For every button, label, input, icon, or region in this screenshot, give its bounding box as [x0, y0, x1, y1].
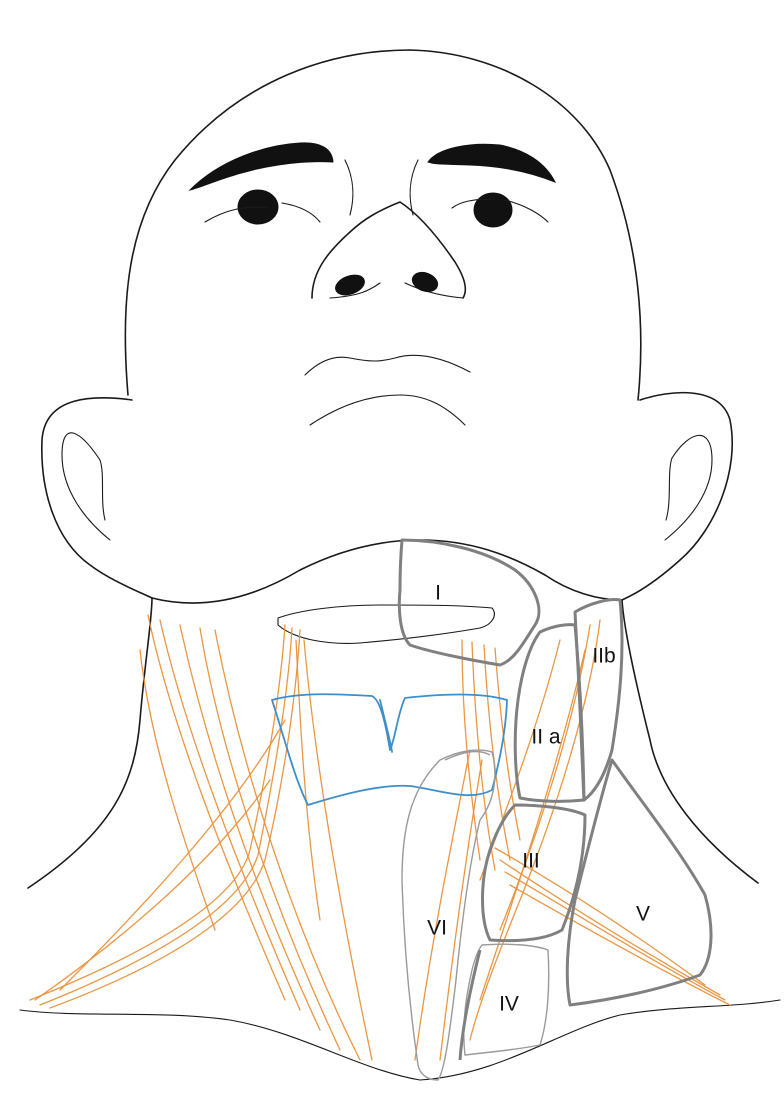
label-level-2b: IIb	[592, 645, 615, 668]
neck-outline	[20, 598, 780, 1080]
thyroid-cartilage	[272, 694, 507, 805]
zone-level-2a	[515, 625, 584, 802]
nose	[312, 202, 465, 298]
hyoid-bone	[278, 605, 494, 643]
right-eye	[474, 193, 512, 227]
head-outline	[42, 50, 732, 603]
zone-level-6	[402, 750, 495, 1080]
face	[190, 143, 555, 425]
label-level-5: V	[636, 903, 650, 926]
lymph-node-zones	[399, 540, 711, 1080]
label-level-1: I	[435, 582, 441, 605]
right-ear	[622, 393, 732, 600]
left-nostril	[333, 271, 367, 298]
upper-lip	[305, 355, 470, 375]
left-ear	[42, 398, 152, 598]
zone-level-1	[399, 540, 539, 665]
label-level-6: VI	[427, 917, 447, 940]
jaw-line	[152, 540, 622, 603]
label-level-3: III	[522, 850, 540, 873]
right-nostril	[410, 269, 441, 295]
right-eyebrow	[428, 144, 555, 182]
zone-level-3	[483, 805, 586, 941]
label-level-4: IV	[499, 993, 519, 1016]
label-level-2a: II a	[531, 726, 561, 749]
neck-muscle-fibers	[30, 615, 730, 1060]
left-eyebrow	[190, 143, 333, 190]
lower-lip	[310, 395, 465, 425]
